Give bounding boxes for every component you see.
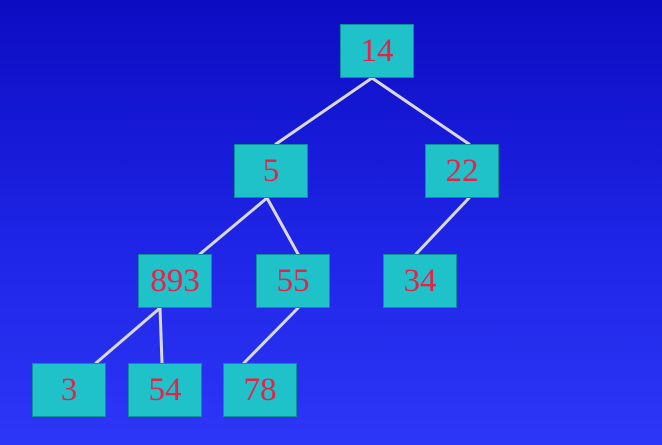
edge-5-55 (265, 196, 300, 256)
tree-node-left: 5 (234, 144, 308, 198)
edge-893-3 (94, 306, 162, 365)
edge-14-22 (370, 76, 471, 146)
edge-5-893 (198, 196, 269, 256)
tree-node-left-left-left: 3 (32, 363, 106, 417)
edge-14-5 (274, 76, 374, 146)
tree-node-root: 14 (340, 24, 414, 78)
tree-node-left-right-left: 78 (223, 363, 297, 417)
edge-22-34 (414, 196, 471, 256)
edge-893-54 (158, 306, 164, 365)
tree-node-left-right: 55 (256, 254, 330, 308)
tree-node-left-left: 893 (138, 254, 212, 308)
edge-55-78 (242, 306, 300, 365)
tree-node-right-left: 34 (383, 254, 457, 308)
tree-node-right: 22 (425, 144, 499, 198)
tree-node-left-left-right: 54 (128, 363, 202, 417)
